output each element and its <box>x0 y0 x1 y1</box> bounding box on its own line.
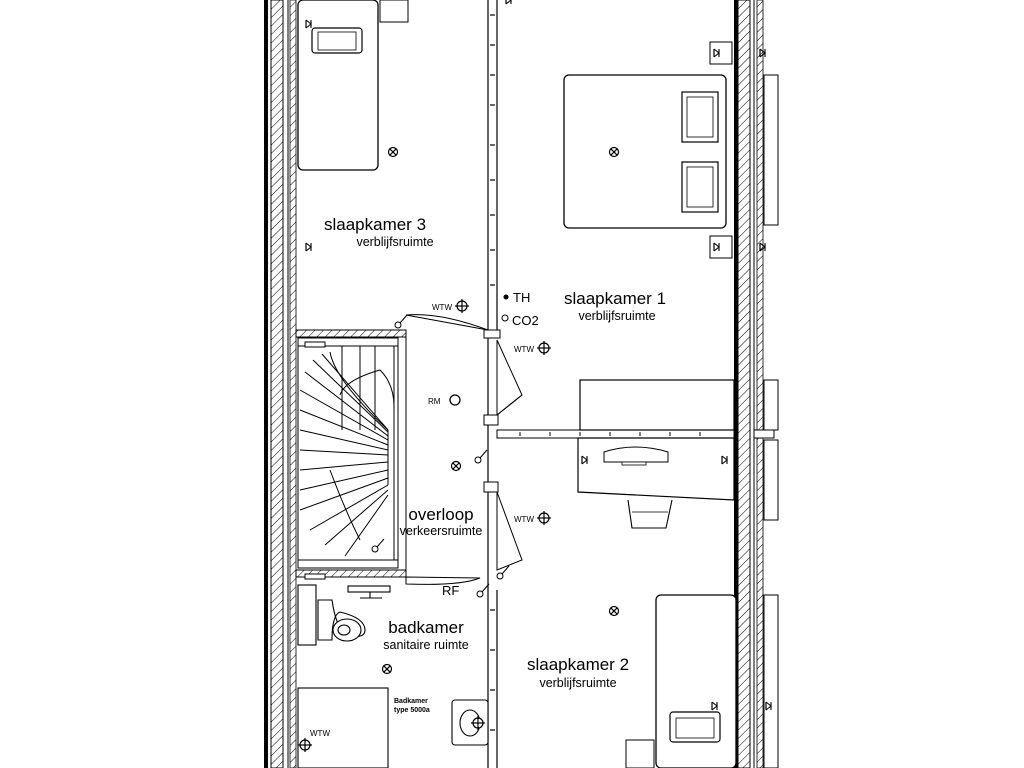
socket-icon <box>505 0 512 5</box>
room-type-overloop: verkeersruimte <box>400 524 483 538</box>
smoke-detector-icon <box>449 394 461 406</box>
central-partition <box>487 0 498 768</box>
label-co2: CO2 <box>512 313 539 328</box>
thermostat-icon <box>503 294 509 300</box>
room-name-slaapkamer-3: slaapkamer 3 <box>324 215 426 234</box>
ceiling-light-icon <box>608 605 620 617</box>
right-outer-wall <box>734 0 764 768</box>
room-name-slaapkamer-1: slaapkamer 1 <box>564 289 666 308</box>
bed-slaapkamer-2 <box>655 594 737 768</box>
label-wtw: WTW <box>514 345 534 354</box>
room-type-slaapkamer-2: verblijfsruimte <box>539 676 616 690</box>
label-th: TH <box>513 290 530 305</box>
wardrobe <box>579 379 735 431</box>
staircase <box>297 337 399 580</box>
ventilation-icon <box>536 510 552 526</box>
room-name-badkamer: badkamer <box>388 618 464 637</box>
room-type-slaapkamer-1: verblijfsruimte <box>578 309 655 323</box>
switch-icon <box>371 314 510 598</box>
doors <box>405 314 523 585</box>
ventilation-icon <box>536 340 552 356</box>
label-wtw: WTW <box>432 303 452 312</box>
label-rf: RF <box>442 583 459 598</box>
label-wtw: WTW <box>310 729 330 738</box>
nightstand <box>709 235 733 259</box>
ceiling-light-icon <box>387 146 399 158</box>
ventilation-icon <box>454 298 470 314</box>
bed-slaapkamer-1 <box>563 74 727 229</box>
room-type-slaapkamer-3: verblijfsruimte <box>356 235 433 249</box>
ceiling-light-icon <box>381 663 393 675</box>
nightstand <box>625 739 655 768</box>
ceiling-light-icon <box>608 146 620 158</box>
socket-icon <box>765 701 772 711</box>
room-name-slaapkamer-2: slaapkamer 2 <box>527 655 629 674</box>
desk <box>577 437 735 529</box>
co2-sensor-icon <box>501 314 509 322</box>
room-type-badkamer: sanitaire ruimte <box>383 638 468 652</box>
room-name-overloop: overloop <box>408 505 473 524</box>
bathroom-fixtures <box>297 584 489 768</box>
badkamer-type-label: Badkamer <box>394 698 428 705</box>
label-rm: RM <box>428 397 441 406</box>
neighbour-outline <box>763 74 779 768</box>
socket-icon <box>305 242 312 252</box>
nightstand <box>709 41 733 65</box>
nightstand-slaapkamer-3 <box>379 0 409 23</box>
left-outer-wall <box>264 0 297 768</box>
badkamer-type-label: type 5000a <box>394 707 430 714</box>
label-wtw: WTW <box>514 515 534 524</box>
ceiling-light-icon <box>450 460 462 472</box>
bed-slaapkamer-3 <box>297 0 379 171</box>
